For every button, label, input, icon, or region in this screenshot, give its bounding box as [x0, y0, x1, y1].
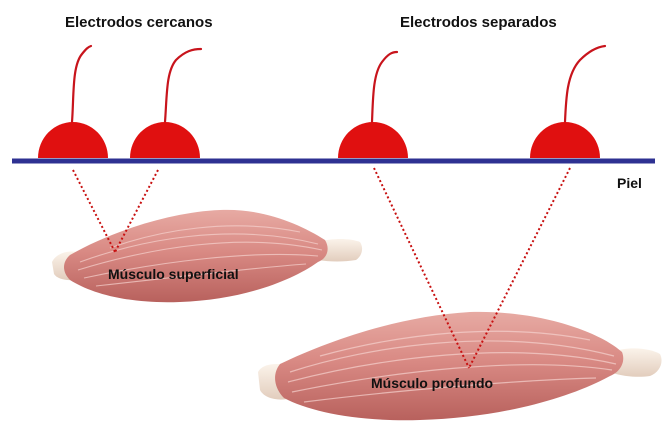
lead-wires — [72, 46, 605, 122]
electrodes — [38, 122, 600, 158]
lead-wire-close-right — [165, 49, 201, 122]
electrode-far-right — [530, 122, 600, 158]
deep-muscle-label: Músculo profundo — [371, 375, 493, 391]
electrode-close-left — [38, 122, 108, 158]
lead-wire-close-left — [72, 46, 91, 122]
field-line-close-left — [73, 170, 115, 252]
superficial-muscle — [52, 210, 362, 302]
far-electrodes-title: Electrodos separados — [400, 14, 557, 31]
skin-label: Piel — [617, 175, 642, 191]
deep-muscle — [258, 312, 662, 420]
lead-wire-far-right — [565, 46, 605, 122]
superficial-muscle-label: Músculo superficial — [108, 266, 239, 282]
close-electrodes-title: Electrodos cercanos — [65, 14, 213, 31]
electrode-far-left — [338, 122, 408, 158]
electrode-close-right — [130, 122, 200, 158]
lead-wire-far-left — [372, 52, 397, 122]
superficial-muscle-belly — [64, 210, 328, 302]
